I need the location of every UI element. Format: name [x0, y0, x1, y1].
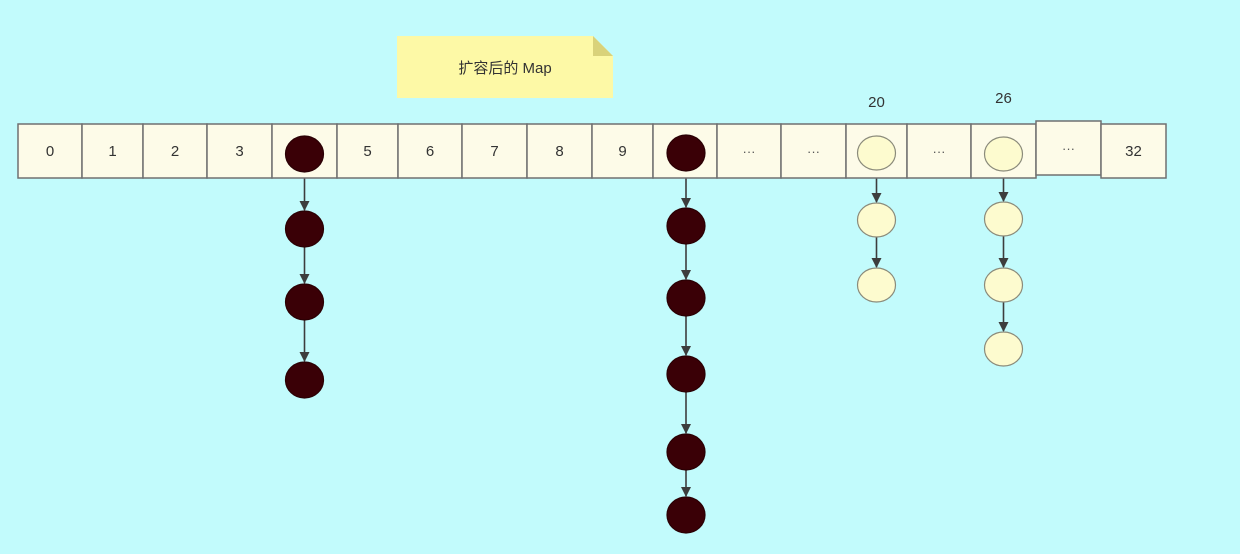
- bucket-cell-box: [591, 123, 654, 179]
- dark-chain-node: [666, 433, 706, 471]
- bucket-label: 8: [555, 143, 563, 160]
- light-chain-node: [983, 267, 1024, 303]
- bucket-cell-box: [142, 123, 208, 179]
- bucket-array: 0 1 2 3 5 6 7 8 9 ··· ··· ··· ··· 32: [17, 120, 1167, 179]
- bucket-cell: 5: [336, 123, 399, 179]
- dark-chain-node: [666, 496, 706, 534]
- bucket-ellipsis: ···: [1062, 141, 1075, 156]
- bucket-ellipsis: ···: [807, 144, 820, 159]
- dark-chain-node: [666, 134, 706, 172]
- dark-chain-node: [284, 283, 325, 321]
- bucket-cell-box: [780, 123, 847, 179]
- dark-chain-node: [284, 361, 325, 399]
- bucket-cell: ···: [1035, 120, 1102, 176]
- bucket-label: 7: [490, 143, 498, 160]
- bucket-cell-box: [1100, 123, 1167, 179]
- bucket-cell: 3: [206, 123, 273, 179]
- bucket-cell: 32: [1100, 123, 1167, 179]
- bucket-cell: 0: [17, 123, 83, 179]
- dark-chain-node: [284, 210, 325, 248]
- bucket-label: 6: [426, 143, 434, 160]
- bucket-cell: ···: [906, 123, 972, 179]
- bucket-cell: 8: [526, 123, 593, 179]
- bucket-cell-box: [206, 123, 273, 179]
- light-chain-node: [856, 267, 897, 303]
- bucket-label: 0: [46, 143, 54, 160]
- dark-chain-node: [284, 135, 325, 173]
- bucket-ellipsis: ···: [743, 144, 756, 159]
- note-shape: [397, 36, 613, 98]
- bucket-index-label: 26: [995, 90, 1012, 107]
- note: 扩容后的 Map: [397, 36, 613, 98]
- bucket-label: 9: [618, 143, 626, 160]
- bucket-cell-box: [906, 123, 972, 179]
- bucket-cell: 1: [81, 123, 144, 179]
- light-chain-node: [856, 135, 897, 171]
- chain-arrows: [299, 170, 1009, 497]
- bucket-label: 2: [171, 143, 179, 160]
- light-chain-node: [983, 136, 1024, 172]
- dark-chain-node: [666, 355, 706, 393]
- chain-nodes: [284, 134, 1024, 534]
- light-chain-node: [983, 331, 1024, 367]
- note-fold: [593, 36, 613, 56]
- bucket-cell: 6: [397, 123, 463, 179]
- bucket-label: 3: [235, 143, 243, 160]
- bucket-cell: 9: [591, 123, 654, 179]
- bucket-ellipsis: ···: [933, 144, 946, 159]
- dark-chain-node: [666, 279, 706, 317]
- bucket-cell-box: [336, 123, 399, 179]
- bucket-cell-box: [526, 123, 593, 179]
- bucket-cell: 2: [142, 123, 208, 179]
- light-chain-node: [983, 201, 1024, 237]
- bucket-cell: ···: [716, 123, 782, 179]
- light-chain-node: [856, 202, 897, 238]
- bucket-cell: ···: [780, 123, 847, 179]
- bucket-cell: 7: [461, 123, 528, 179]
- note-text: 扩容后的 Map: [458, 60, 551, 77]
- bucket-label: 5: [363, 143, 371, 160]
- bucket-index-label: 20: [868, 94, 885, 111]
- bucket-label: 1: [108, 143, 116, 160]
- dark-chain-node: [666, 207, 706, 245]
- bucket-label: 32: [1125, 143, 1142, 160]
